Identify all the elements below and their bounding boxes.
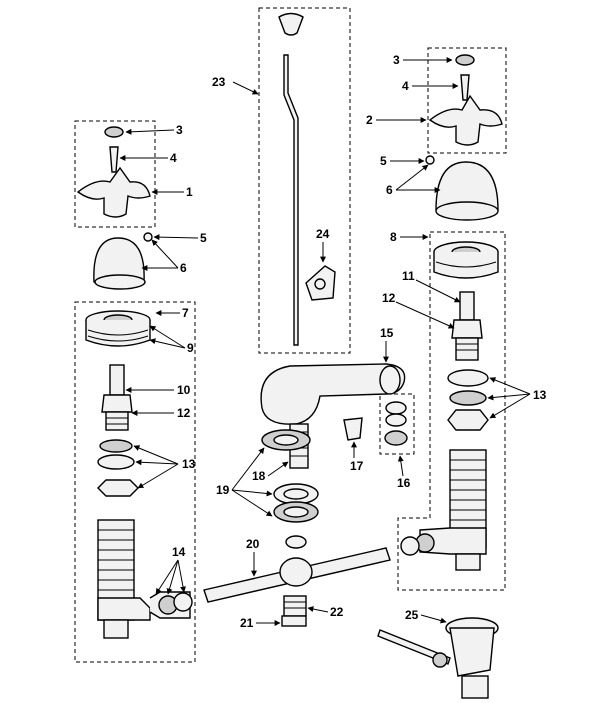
callout-6-left: 6	[180, 261, 187, 275]
callout-13-right: 13	[533, 388, 547, 402]
callout-23: 23	[212, 75, 226, 89]
pop-up-drain	[377, 617, 499, 699]
tee-connector	[203, 547, 391, 627]
callout-22: 22	[330, 605, 344, 619]
callout-19: 19	[216, 483, 230, 497]
lift-rod-clip	[305, 265, 336, 301]
callout-6-right: 6	[386, 183, 393, 197]
right-handle	[428, 54, 503, 146]
spout-gaskets	[261, 429, 319, 549]
spout	[260, 363, 406, 469]
callout-5-left: 5	[200, 231, 207, 245]
left-handle-box	[74, 120, 156, 228]
right-valve	[400, 241, 499, 571]
spout-seal-box	[379, 393, 415, 455]
callout-15: 15	[380, 326, 394, 340]
callout-20: 20	[246, 537, 260, 551]
callout-12-left: 12	[177, 406, 191, 420]
lift-rod-box	[258, 7, 351, 354]
callout-7: 7	[182, 306, 189, 320]
callout-5-right: 5	[380, 154, 387, 168]
right-valve-box	[397, 231, 506, 591]
left-escutcheon	[93, 232, 153, 290]
lift-rod	[278, 12, 304, 346]
callout-17: 17	[350, 459, 364, 473]
callout-21: 21	[240, 616, 254, 630]
callout-12-right: 12	[382, 291, 396, 305]
callout-1: 1	[186, 185, 193, 199]
callout-24: 24	[316, 227, 330, 241]
callout-2: 2	[366, 113, 373, 127]
callout-4-right: 4	[402, 79, 409, 93]
callout-13-left: 13	[182, 457, 196, 471]
right-handle-box	[427, 47, 507, 154]
callout-3-right: 3	[393, 53, 400, 67]
left-valve-box	[74, 301, 196, 663]
callout-11: 11	[402, 269, 415, 283]
spout-aerator-parts	[343, 401, 408, 446]
callout-10: 10	[177, 383, 191, 397]
right-escutcheon	[425, 155, 499, 221]
callout-14: 14	[172, 545, 186, 559]
callout-25: 25	[405, 608, 419, 622]
callout-9: 9	[187, 341, 194, 355]
left-handle	[76, 126, 151, 218]
callout-16: 16	[397, 476, 411, 490]
callout-3-left: 3	[176, 123, 183, 137]
callout-18: 18	[252, 469, 266, 483]
callout-4-left: 4	[170, 151, 177, 165]
left-valve	[85, 310, 193, 639]
callout-8: 8	[390, 230, 397, 244]
